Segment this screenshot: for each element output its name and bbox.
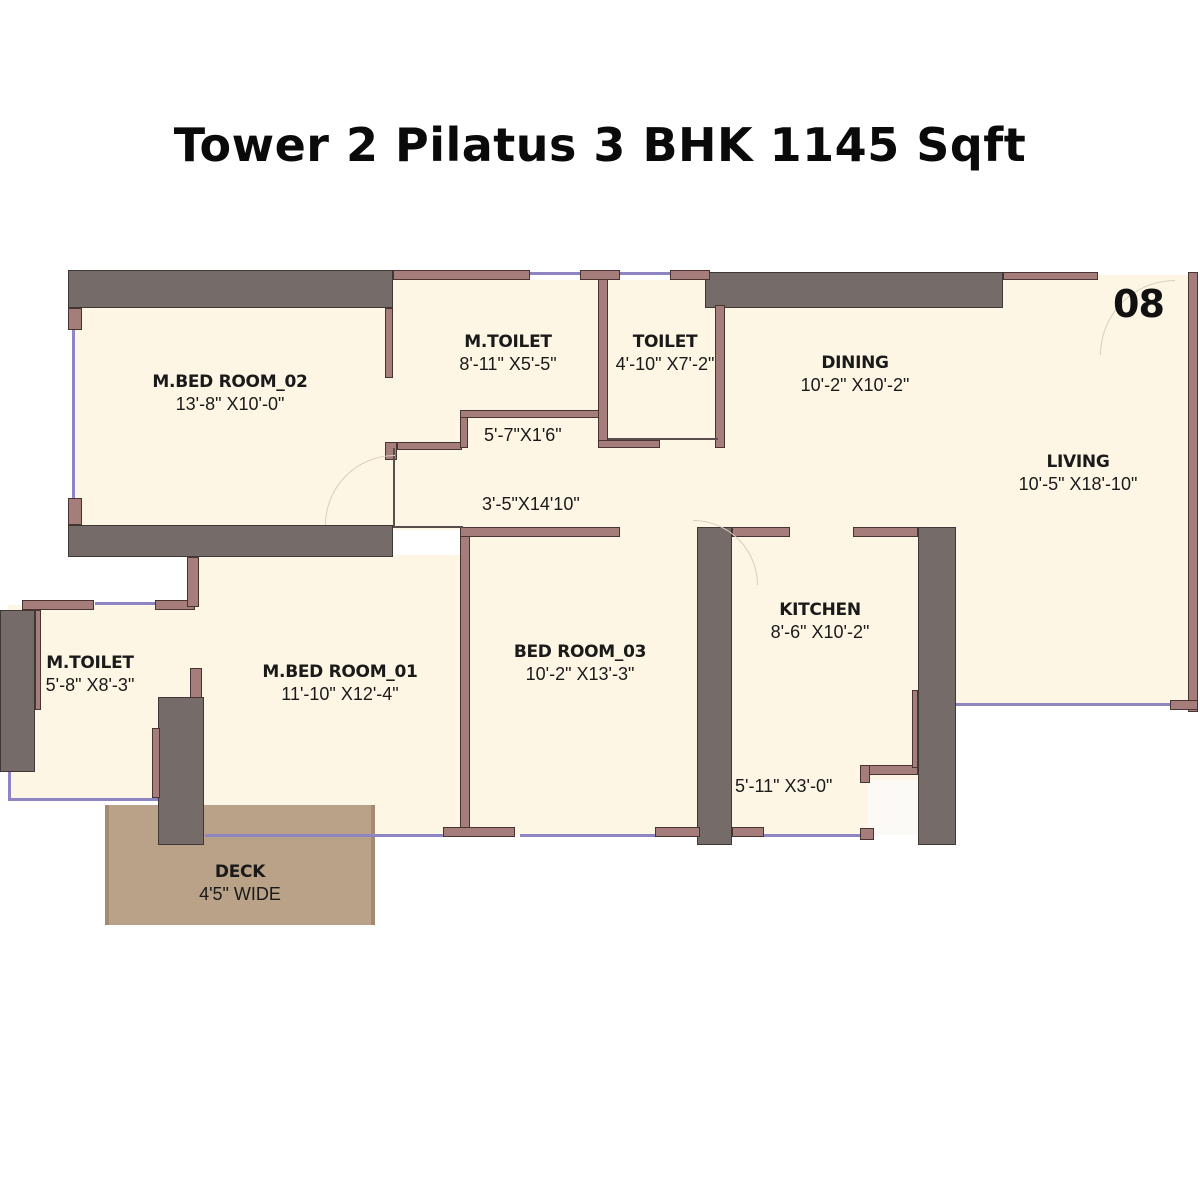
room-name: KITCHEN bbox=[779, 600, 861, 620]
wall-partition bbox=[68, 498, 82, 525]
room-dimension: 4'5" WIDE bbox=[199, 884, 281, 905]
wall-partition bbox=[22, 600, 94, 610]
room-label-mbed01: M.BED ROOM_01 11'-10" X12'-4" bbox=[230, 662, 450, 706]
room-dimension: 11'-10" X12'-4" bbox=[281, 684, 399, 705]
window bbox=[72, 330, 75, 500]
window bbox=[95, 602, 155, 605]
floor-bed03 bbox=[460, 530, 700, 835]
window bbox=[530, 272, 600, 275]
wall-partition bbox=[460, 530, 470, 835]
wall-partition bbox=[912, 690, 918, 768]
utility-dimension: 5'-11" X3'-0" bbox=[735, 776, 833, 796]
room-dimension: 10'-5" X18'-10" bbox=[1018, 474, 1138, 495]
wall-partition bbox=[152, 728, 160, 798]
passage-small-dimension: 5'-7"X1'6" bbox=[484, 425, 562, 445]
wall-column bbox=[918, 527, 956, 845]
wall-partition bbox=[35, 610, 41, 710]
wall-partition bbox=[715, 305, 725, 448]
floor-top-core bbox=[392, 280, 962, 530]
room-label-living: LIVING 10'-5" X18'-10" bbox=[978, 452, 1178, 496]
wall-partition bbox=[393, 270, 530, 280]
wall-partition bbox=[460, 527, 620, 537]
page-title: Tower 2 Pilatus 3 BHK 1145 Sqft bbox=[173, 118, 1027, 172]
room-name: TOILET bbox=[632, 332, 698, 352]
window bbox=[205, 834, 445, 837]
window bbox=[8, 770, 11, 800]
room-label-mtoilet-top: M.TOILET 8'-11" X5'-5" bbox=[418, 332, 598, 376]
wall-partition bbox=[1188, 272, 1198, 712]
unit-number: 08 bbox=[1113, 282, 1165, 326]
wall-partition bbox=[670, 270, 710, 280]
window bbox=[955, 703, 1175, 706]
room-name: M.TOILET bbox=[46, 653, 134, 673]
window bbox=[8, 798, 158, 801]
room-label-deck: DECK 4'5" WIDE bbox=[160, 862, 320, 906]
room-name: M.BED ROOM_01 bbox=[262, 662, 418, 682]
wall-partition bbox=[1003, 272, 1098, 280]
room-dimension: 8'-6" X10'-2" bbox=[770, 622, 870, 643]
wall-column bbox=[68, 270, 393, 308]
passage-dimension: 3'-5"X14'10" bbox=[482, 494, 580, 514]
room-dimension: 5'-8" X8'-3" bbox=[45, 675, 135, 696]
wall-column bbox=[158, 697, 204, 845]
room-name: DINING bbox=[821, 353, 889, 373]
room-label-dining: DINING 10'-2" X10'-2" bbox=[765, 353, 945, 397]
wall-partition bbox=[860, 828, 874, 840]
wall-partition bbox=[1170, 700, 1198, 710]
wall-partition bbox=[732, 827, 764, 837]
room-dimension: 10'-2" X13'-3" bbox=[525, 664, 635, 685]
wall-column bbox=[0, 610, 35, 772]
room-dimension: 13'-8" X10'-0" bbox=[175, 394, 285, 415]
room-dimension: 10'-2" X10'-2" bbox=[800, 375, 910, 396]
wall-partition bbox=[190, 668, 202, 698]
wall-column bbox=[68, 525, 393, 557]
room-dimension: 8'-11" X5'-5" bbox=[459, 354, 557, 375]
wall-partition bbox=[860, 765, 870, 783]
room-name: DECK bbox=[214, 862, 266, 882]
wall-partition bbox=[655, 827, 700, 837]
room-name: M.BED ROOM_02 bbox=[152, 372, 308, 392]
wall-partition bbox=[853, 527, 918, 537]
room-label-kitchen: KITCHEN 8'-6" X10'-2" bbox=[740, 600, 900, 644]
partition-line bbox=[608, 438, 718, 440]
wall-partition bbox=[460, 410, 600, 418]
floor-utility-white bbox=[868, 780, 918, 835]
wall-partition bbox=[68, 308, 82, 330]
window bbox=[620, 272, 710, 275]
room-label-toilet: TOILET 4'-10" X7'-2" bbox=[600, 332, 730, 376]
wall-column bbox=[705, 272, 1003, 308]
room-name: BED ROOM_03 bbox=[513, 642, 647, 662]
room-label-mtoilet-left: M.TOILET 5'-8" X8'-3" bbox=[30, 653, 150, 697]
deck-area bbox=[105, 805, 375, 925]
wall-partition bbox=[732, 527, 790, 537]
wall-partition bbox=[598, 440, 660, 448]
wall-partition bbox=[580, 270, 620, 280]
wall-partition bbox=[443, 827, 515, 837]
window bbox=[760, 834, 860, 837]
room-label-mbed02: M.BED ROOM_02 13'-8" X10'-0" bbox=[110, 372, 350, 416]
room-name: LIVING bbox=[1046, 452, 1110, 472]
floor-mbed01 bbox=[190, 555, 460, 835]
partition-line bbox=[393, 526, 463, 528]
wall-partition bbox=[397, 442, 462, 450]
wall-partition bbox=[385, 308, 393, 378]
window bbox=[520, 834, 660, 837]
room-label-bed03: BED ROOM_03 10'-2" X13'-3" bbox=[480, 642, 680, 686]
room-name: M.TOILET bbox=[464, 332, 552, 352]
room-dimension: 4'-10" X7'-2" bbox=[615, 354, 715, 375]
wall-partition bbox=[187, 557, 199, 607]
